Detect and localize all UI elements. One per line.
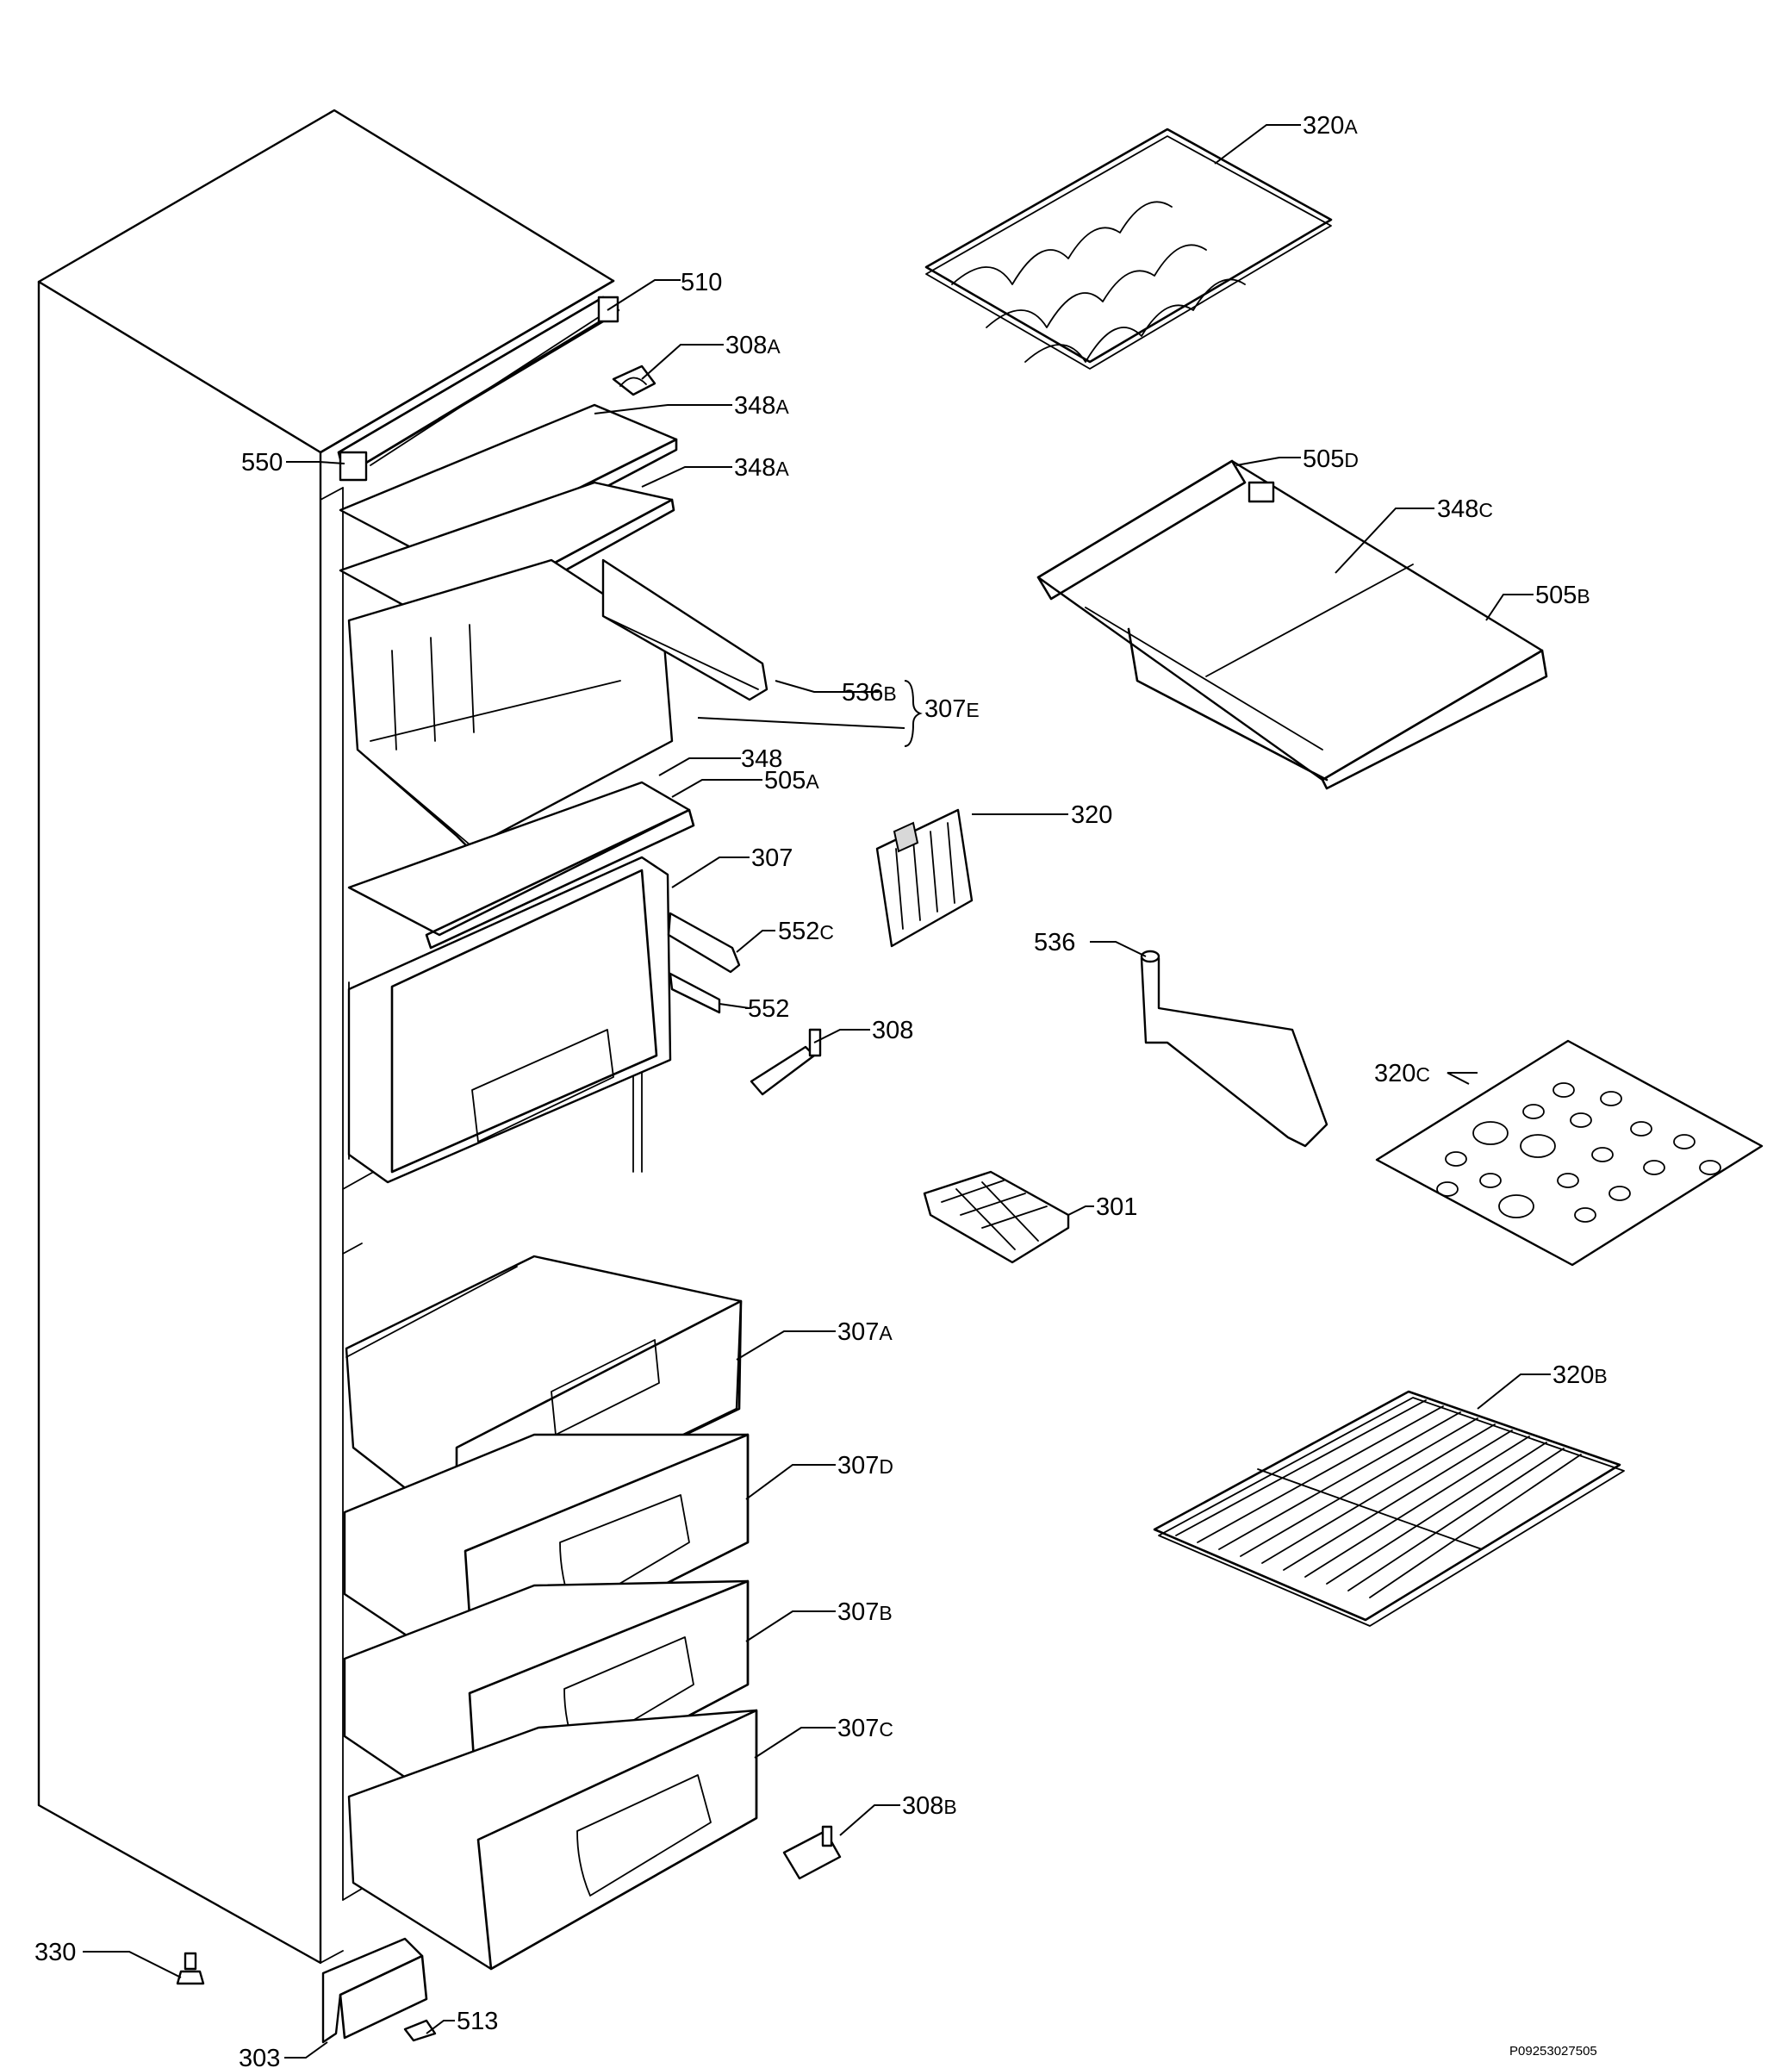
- glass-shelf-348: [347, 781, 695, 950]
- callout-330: 330: [34, 1939, 76, 1966]
- refrigerator-cabinet: [37, 109, 643, 1965]
- callout-320c: 320C: [1374, 1060, 1430, 1087]
- callout-labels: 320A 510 308A 348A 348A 550 505D 348C 50…: [34, 112, 1608, 2068]
- callout-307a: 307A: [837, 1318, 893, 1346]
- callout-308a: 308A: [725, 332, 781, 359]
- callout-308b: 308B: [902, 1792, 957, 1820]
- clip-513: [403, 2019, 437, 2042]
- callout-307: 307: [751, 844, 793, 872]
- vent-grille-320: [875, 808, 974, 948]
- bottle-rack-320a: [924, 128, 1333, 370]
- light-cover: [337, 296, 620, 482]
- plate-holes: [1436, 1082, 1721, 1223]
- callout-550: 550: [241, 449, 283, 477]
- callout-536b: 536B: [842, 679, 897, 707]
- callout-513: 513: [457, 2008, 498, 2035]
- callout-307e: 307E: [924, 695, 980, 723]
- callout-307b: 307B: [837, 1598, 893, 1626]
- callout-320: 320: [1071, 801, 1112, 829]
- compartment-door-307: [347, 856, 672, 1184]
- callout-307c: 307C: [837, 1715, 893, 1742]
- rail-552: [669, 972, 721, 1014]
- cabinet-side-face: [37, 280, 322, 1965]
- callout-308: 308: [872, 1017, 913, 1044]
- callout-303: 303: [239, 2045, 280, 2068]
- callout-301: 301: [1096, 1193, 1137, 1221]
- document-id: P09253027505: [1509, 2044, 1597, 2059]
- callout-307d: 307D: [837, 1452, 893, 1479]
- callout-348a-lower: 348A: [734, 454, 789, 482]
- divider-536b: [601, 558, 768, 701]
- ice-tray-301: [923, 1170, 1070, 1264]
- callout-510: 510: [681, 269, 722, 296]
- callout-552: 552: [748, 995, 789, 1023]
- bracket-308: [750, 1028, 822, 1096]
- adjustable-foot-330: [176, 1952, 205, 1985]
- wire-shelf-320b: [1153, 1390, 1625, 1627]
- callout-552c: 552C: [778, 918, 834, 945]
- callout-320b: 320B: [1552, 1361, 1608, 1389]
- trim-505d: [1248, 481, 1275, 503]
- upper-compartment-307e: [347, 558, 674, 850]
- callout-348c: 348C: [1437, 495, 1493, 523]
- callout-505a: 505A: [764, 767, 819, 794]
- callout-505d: 505D: [1303, 445, 1359, 473]
- callout-320a: 320A: [1303, 112, 1358, 140]
- perforated-plate-320c: [1375, 1039, 1764, 1267]
- glass-shelf-assembly-348c: [1036, 459, 1548, 790]
- wire-shelf-rods: [1175, 1399, 1582, 1598]
- drawer-307c: [347, 1709, 758, 1971]
- callout-536: 536: [1034, 929, 1075, 956]
- divider-536: [1140, 950, 1328, 1148]
- callout-348a-upper: 348A: [734, 392, 789, 420]
- callout-505b: 505B: [1535, 582, 1590, 609]
- hinge-clip-308a: [612, 364, 656, 396]
- plinth-303: [321, 1937, 428, 2044]
- rail-552c: [667, 912, 741, 974]
- hinge-308b: [782, 1825, 842, 1880]
- callout-348: 348: [741, 745, 782, 773]
- leader-lines: [83, 124, 1551, 2059]
